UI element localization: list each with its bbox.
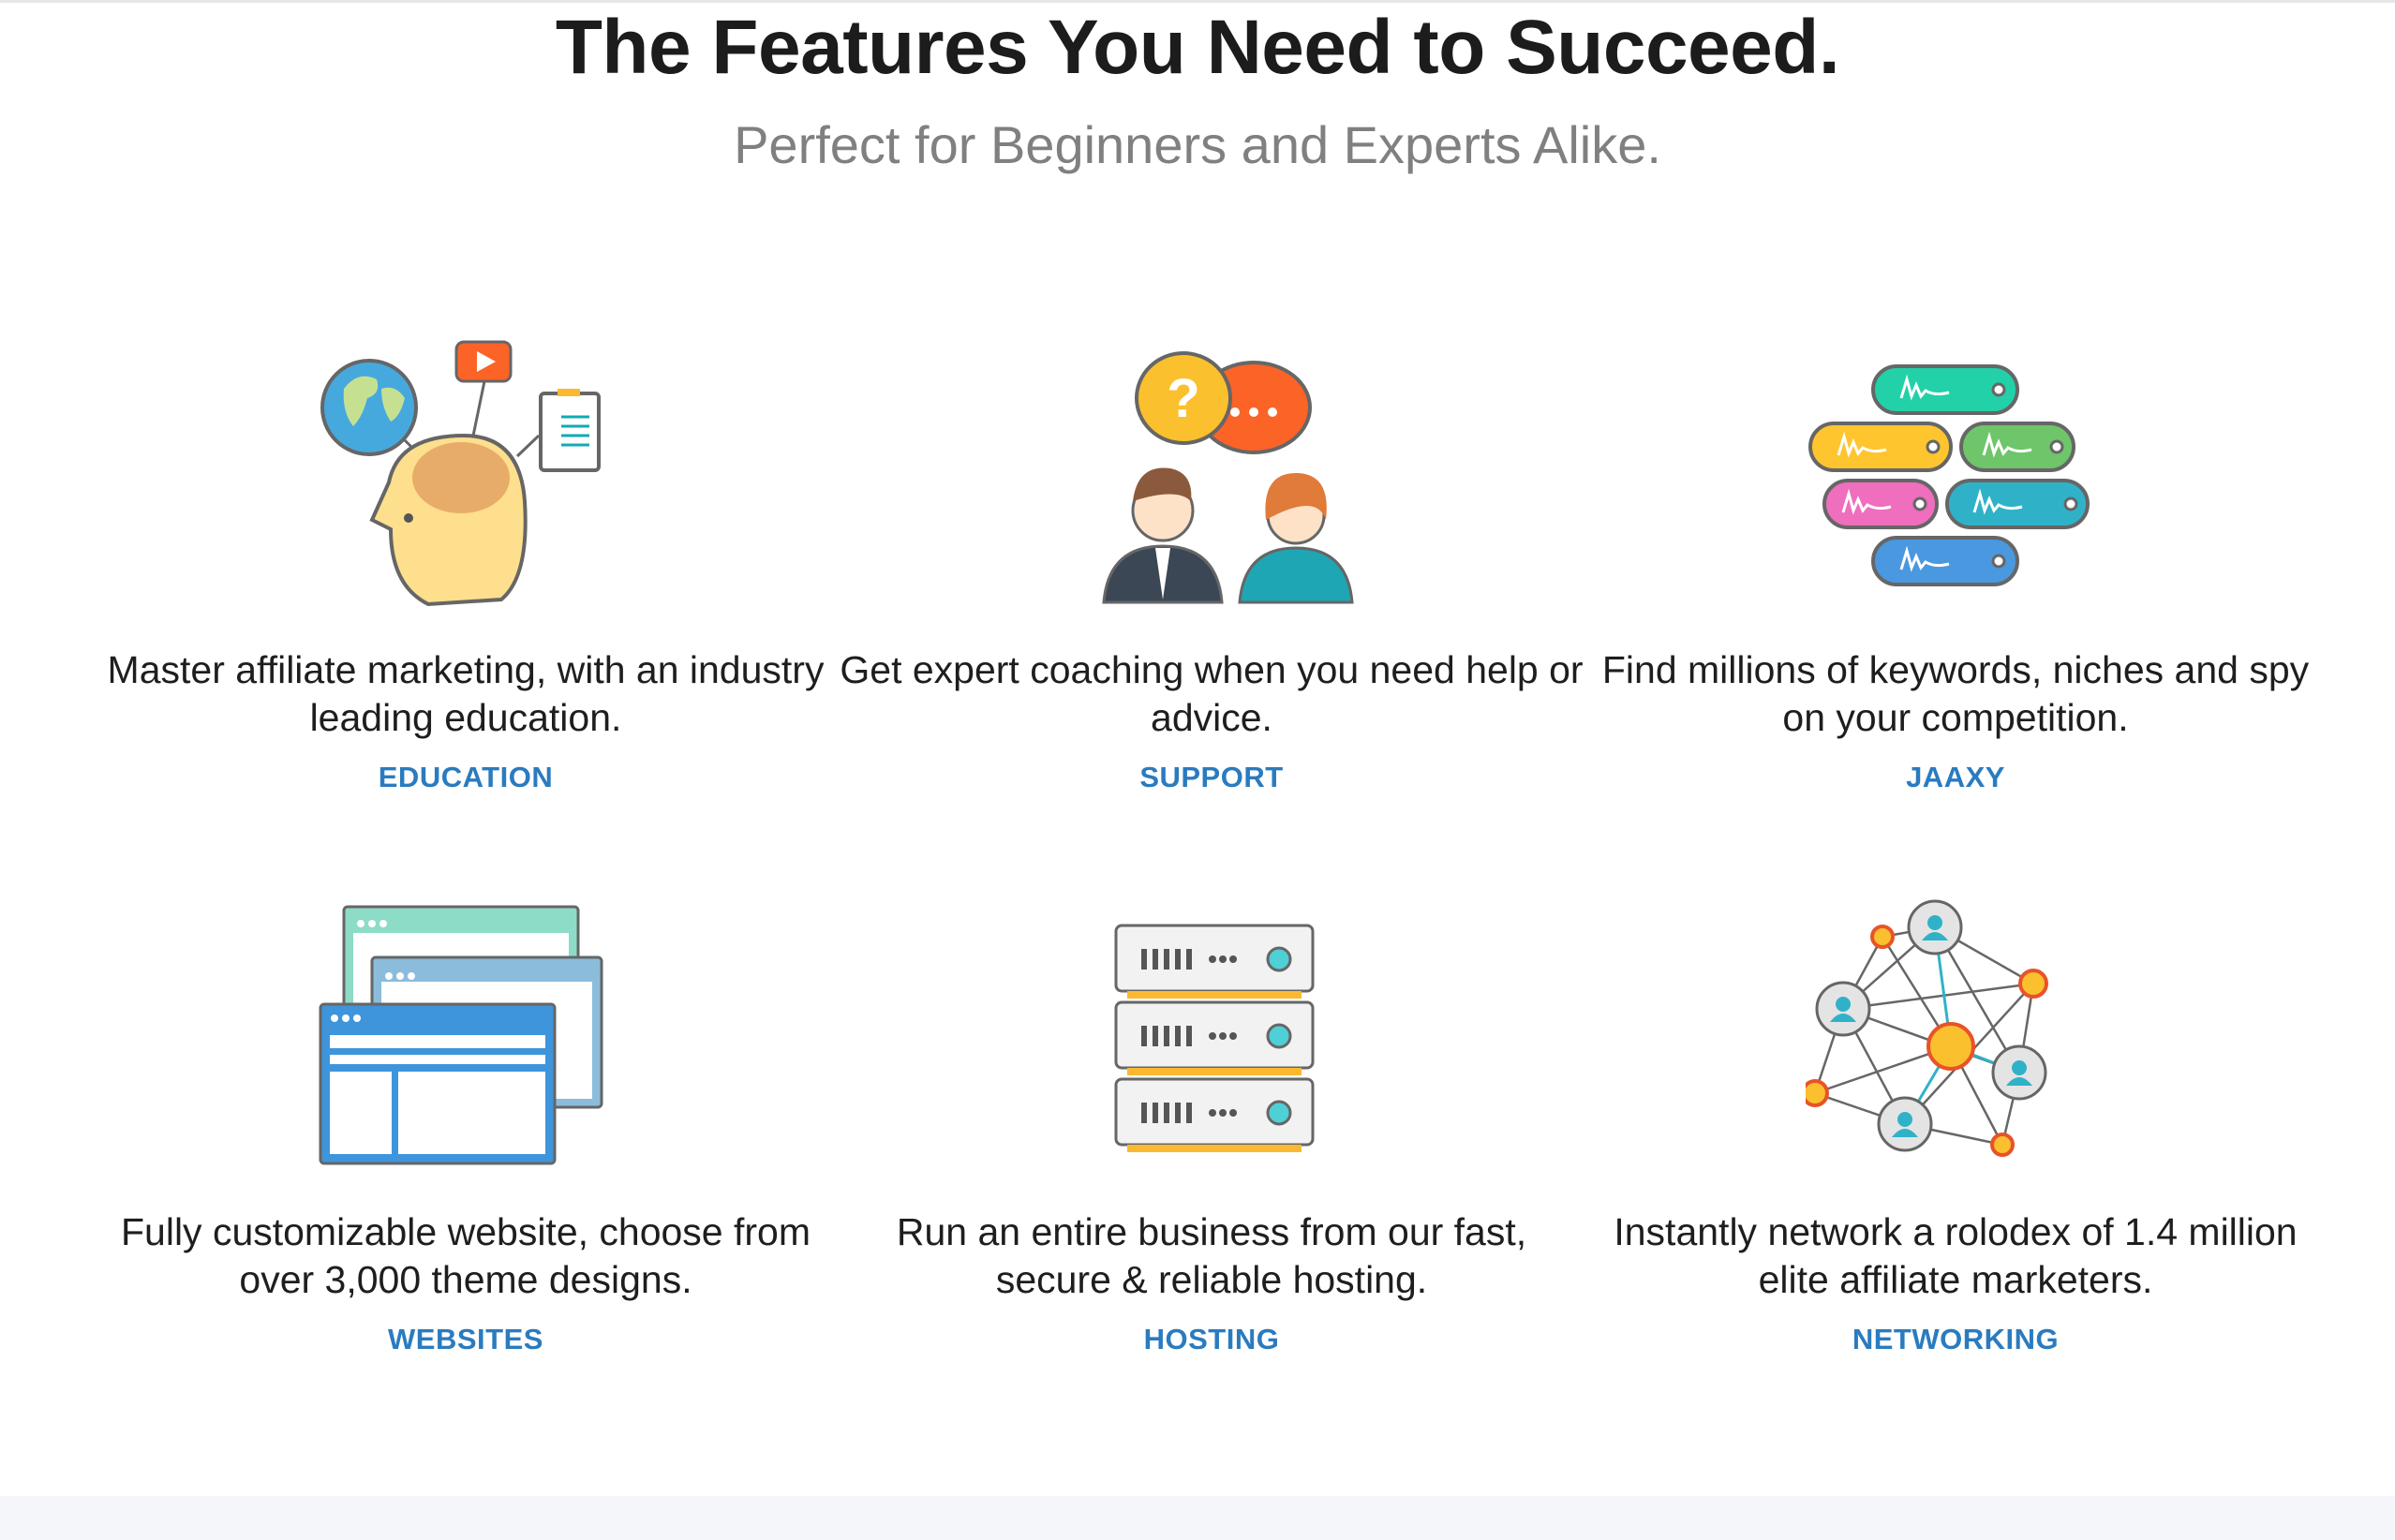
network-nodes-icon xyxy=(1806,899,2048,1157)
website-windows-icon xyxy=(319,905,603,1165)
server-hosting-icon xyxy=(1114,924,1315,1152)
feature-link-websites[interactable]: WEBSITES xyxy=(388,1323,543,1355)
feature-websites: Fully customizable website, choose from … xyxy=(91,899,840,1356)
chat-support-icon: ? xyxy=(1102,351,1354,604)
feature-link-support[interactable]: SUPPORT xyxy=(1139,761,1284,793)
feature-description: Fully customizable website, choose from … xyxy=(120,1210,811,1301)
feature-description: Find millions of keywords, niches and sp… xyxy=(1601,648,2310,739)
feature-jaaxy: Find millions of keywords, niches and sp… xyxy=(1581,333,2330,794)
svg-text:?: ? xyxy=(1167,368,1199,429)
feature-link-networking[interactable]: NETWORKING xyxy=(1852,1323,2060,1355)
feature-link-jaaxy[interactable]: JAAXY xyxy=(1906,761,2005,793)
page-title: The Features You Need to Succeed. xyxy=(555,5,1840,90)
feature-link-education[interactable]: EDUCATION xyxy=(378,761,554,793)
feature-support: ? Get expert coaching when you need help… xyxy=(837,333,1586,794)
feature-description: Instantly network a rolodex of 1.4 milli… xyxy=(1614,1210,2298,1301)
feature-description: Run an entire business from our fast, se… xyxy=(896,1210,1527,1301)
feature-networking: Instantly network a rolodex of 1.4 milli… xyxy=(1581,899,2330,1356)
brain-education-icon xyxy=(320,340,601,607)
feature-link-hosting[interactable]: HOSTING xyxy=(1143,1323,1280,1355)
feature-hosting: Run an entire business from our fast, se… xyxy=(837,899,1586,1356)
feature-description: Get expert coaching when you need help o… xyxy=(840,648,1584,739)
feature-education: Master affiliate marketing, with an indu… xyxy=(91,333,840,794)
feature-description: Master affiliate marketing, with an indu… xyxy=(107,648,825,739)
keyword-tags-icon xyxy=(1808,364,2090,586)
top-border xyxy=(0,0,2395,3)
page-subtitle: Perfect for Beginners and Experts Alike. xyxy=(734,115,1661,174)
next-section-band xyxy=(0,1496,2395,1540)
